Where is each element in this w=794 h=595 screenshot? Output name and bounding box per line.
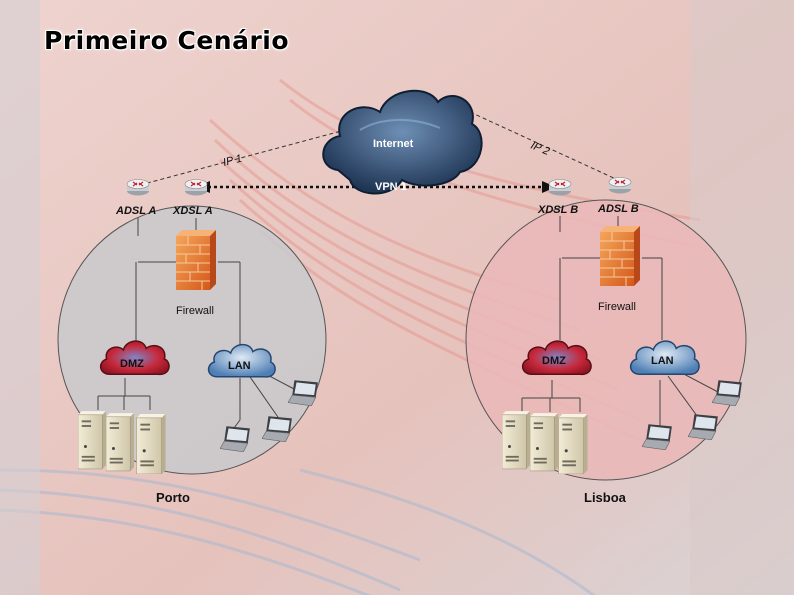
lisboa-zone bbox=[465, 199, 747, 481]
internet-label: Internet bbox=[373, 138, 414, 150]
lisboa-server-icon bbox=[530, 412, 558, 472]
porto-site: ADSL A XDSL A Firewall DMZ LAN bbox=[57, 178, 327, 505]
adsl-a-label: ADSL A bbox=[115, 205, 156, 217]
porto-site-label: Porto bbox=[156, 490, 190, 505]
lisboa-dmz-label: DMZ bbox=[542, 355, 566, 367]
ip1-label: IP 1 bbox=[222, 153, 244, 169]
adsl-b-router-icon bbox=[608, 176, 632, 194]
internet-cloud bbox=[322, 89, 483, 195]
lisboa-server-icon bbox=[502, 410, 530, 470]
page-title: Primeiro Cenário bbox=[44, 26, 290, 55]
lisboa-site: XDSL B ADSL B Firewall DMZ LAN bbox=[465, 176, 747, 505]
porto-dmz-label: DMZ bbox=[120, 358, 144, 370]
adsl-a-router-icon bbox=[126, 178, 150, 196]
xdsl-a-router-icon bbox=[184, 178, 208, 196]
lisboa-site-label: Lisboa bbox=[584, 490, 627, 505]
adsl-b-label: ADSL B bbox=[597, 203, 639, 215]
lisboa-lan-label: LAN bbox=[651, 355, 674, 367]
xdsl-b-label: XDSL B bbox=[537, 204, 578, 216]
porto-server-icon bbox=[78, 410, 106, 470]
xdsl-b-router-icon bbox=[548, 178, 572, 196]
porto-server-icon bbox=[106, 412, 134, 472]
lisboa-server-icon bbox=[558, 414, 588, 474]
ip2-link bbox=[469, 111, 619, 181]
porto-firewall-icon bbox=[176, 230, 216, 290]
lisboa-firewall-icon bbox=[600, 226, 640, 286]
vpn-label: VPN 1 bbox=[375, 181, 407, 193]
porto-firewall-label: Firewall bbox=[176, 305, 214, 317]
lisboa-firewall-label: Firewall bbox=[598, 301, 636, 313]
ip2-label: IP 2 bbox=[529, 140, 551, 158]
porto-server-icon bbox=[136, 414, 166, 474]
ip1-link bbox=[139, 129, 346, 186]
porto-lan-label: LAN bbox=[228, 360, 251, 372]
porto-zone bbox=[57, 205, 327, 475]
xdsl-a-label: XDSL A bbox=[172, 205, 213, 217]
